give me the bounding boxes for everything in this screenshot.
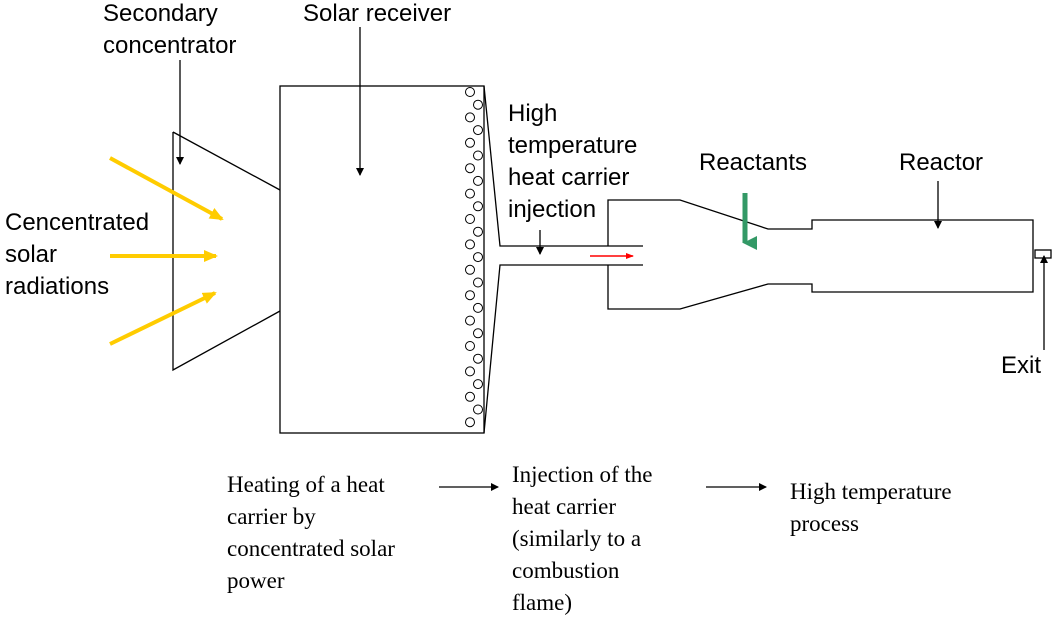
receiver-tube: [465, 163, 475, 174]
receiver-tube: [473, 201, 483, 212]
label-solar-receiver: Solar receiver: [303, 0, 451, 27]
receiver-tube: [465, 112, 475, 123]
reactor-body: [607, 199, 1034, 310]
receiver-tube: [465, 239, 475, 250]
receiver-tube: [473, 175, 483, 186]
receiver-tube: [465, 417, 475, 428]
receiver-tube: [465, 391, 475, 402]
receiver-funnel: [483, 85, 643, 434]
exit-nozzle: [1034, 249, 1052, 259]
receiver-tube: [473, 353, 483, 364]
label-reactor: Reactor: [899, 149, 983, 176]
receiver-tube: [465, 214, 475, 224]
receiver-tube: [473, 302, 483, 313]
label-concentrated-solar-radiations: Cencentrated solar radiations: [5, 209, 156, 300]
receiver-tube: [465, 188, 475, 199]
receiver-tube: [465, 366, 475, 377]
receiver-tube: [465, 315, 475, 326]
receiver-tubes: [465, 87, 483, 428]
label-reactants: Reactants: [699, 149, 807, 176]
receiver-tube: [473, 226, 483, 237]
receiver-tube: [473, 150, 483, 161]
receiver-tube: [465, 137, 475, 148]
process-step-injection: Injection of the heat carrier (similarly…: [512, 462, 658, 615]
receiver-tube: [473, 404, 483, 415]
label-secondary-concentrator: Secondary concentrator: [103, 0, 236, 59]
receiver-tube: [465, 290, 475, 301]
process-step-high-temperature: High temperature process: [790, 479, 957, 536]
receiver-tube: [473, 277, 483, 288]
label-heat-carrier-injection: High temperature heat carrier injection: [508, 100, 644, 223]
solar-receiver-box: [279, 85, 485, 434]
receiver-tube: [473, 125, 483, 136]
solar-ray-top: [109, 156, 224, 221]
process-step-heating: Heating of a heat carrier by concentrate…: [227, 472, 401, 593]
receiver-tube: [473, 379, 483, 390]
receiver-tube: [473, 99, 483, 110]
label-exit: Exit: [1001, 352, 1041, 379]
receiver-tube: [473, 328, 483, 339]
receiver-tube: [473, 252, 483, 263]
receiver-tube: [465, 341, 475, 351]
solar-ray-bottom: [109, 291, 217, 346]
receiver-tube: [465, 87, 475, 97]
secondary-concentrator-shape: [172, 131, 281, 372]
receiver-tube: [465, 264, 475, 275]
